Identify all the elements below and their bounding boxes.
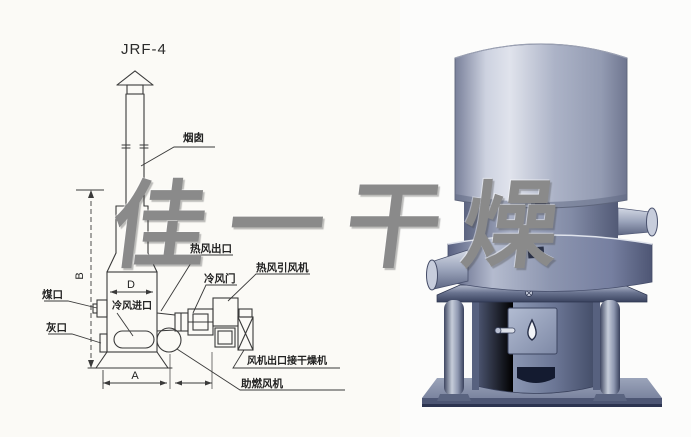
fan-outlet-box xyxy=(237,308,254,351)
peephole-icon xyxy=(527,318,537,341)
label-coal-inlet: 煤口 xyxy=(42,288,63,301)
rear-leg-left xyxy=(472,296,479,390)
cylinder-bottom-rim xyxy=(455,194,627,208)
dimension-d xyxy=(110,289,153,295)
ash-port xyxy=(99,333,108,353)
upper-shell xyxy=(106,205,158,273)
rear-leg-right xyxy=(593,296,600,390)
dimension-lines xyxy=(76,189,213,389)
leader-ash-outlet xyxy=(48,333,102,344)
product-photo-pane xyxy=(400,0,691,437)
model-number-label: JRF-4 xyxy=(121,41,167,58)
door-handle xyxy=(494,327,516,334)
ash-opening xyxy=(517,367,555,383)
right-pipe xyxy=(617,207,658,237)
label-chimney: 烟囱 xyxy=(183,131,204,144)
induced-fan-box xyxy=(212,297,239,348)
technical-diagram-pane: JRF-4 xyxy=(42,41,345,391)
dim-label-b: B xyxy=(74,272,86,279)
front-legs xyxy=(437,300,627,401)
dim-label-d: D xyxy=(127,279,135,291)
combustion-fan-circle xyxy=(156,327,182,353)
chimney-cap xyxy=(116,70,154,95)
label-combustion-fan: 助燃风机 xyxy=(241,377,283,390)
leader-chimney xyxy=(140,146,215,167)
leader-coal-inlet xyxy=(44,300,98,309)
leader-combustion-fan xyxy=(176,348,345,391)
leader-lines xyxy=(44,146,345,391)
inspection-window xyxy=(113,330,155,349)
dimension-a xyxy=(102,352,213,389)
furnace-outline xyxy=(87,70,254,369)
leader-induced-fan xyxy=(227,273,310,302)
leader-hot-air-outlet xyxy=(160,254,233,312)
dim-label-a: A xyxy=(131,370,139,382)
leader-cold-air-door xyxy=(192,284,237,314)
chimney-tube xyxy=(121,93,149,207)
left-pipe xyxy=(426,249,469,291)
furnace-3d-render xyxy=(422,43,662,407)
main-cylinder xyxy=(454,43,628,209)
combustion-chamber xyxy=(476,291,598,394)
label-cold-air-door: 冷风门 xyxy=(204,272,236,285)
leader-cold-air-inlet xyxy=(116,312,134,337)
furnace-line-drawing: JRF-4 xyxy=(42,41,345,391)
hot-air-duct xyxy=(156,308,214,336)
rim-clamp xyxy=(531,201,550,207)
dimension-b xyxy=(76,189,104,368)
collar-vent-hole xyxy=(527,246,545,259)
label-induced-fan: 热风引风机 xyxy=(256,261,309,274)
label-ash-outlet: 灰口 xyxy=(46,321,67,334)
label-cold-air-inlet: 冷风进口 xyxy=(112,299,152,312)
label-fan-outlet: 风机出口接干燥机 xyxy=(247,354,327,367)
collar-ring xyxy=(447,234,653,292)
coal-port xyxy=(92,299,108,318)
label-hot-air-outlet: 热风出口 xyxy=(190,242,232,255)
leader-fan-outlet xyxy=(232,349,340,369)
